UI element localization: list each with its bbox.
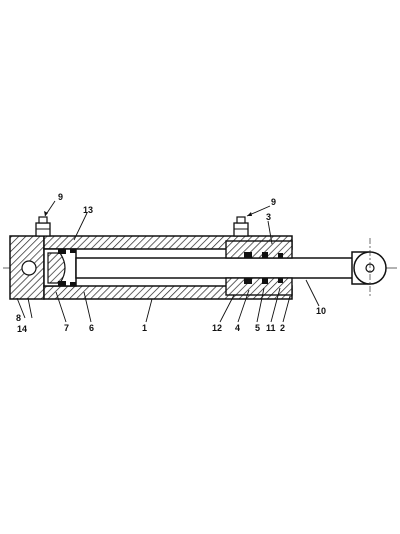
leader-lines [16,200,320,323]
piston [43,248,77,287]
leader-arrowheads [44,211,252,216]
front-port-fitting [233,216,249,237]
callout-12: 12 [212,323,222,333]
rear-end-cap [9,235,45,300]
callout-9-rear: 9 [58,192,63,202]
callout-6: 6 [89,323,94,333]
callout-13: 13 [83,205,93,215]
callout-10: 10 [316,306,326,316]
rear-port-fitting [35,216,51,237]
callout-5: 5 [255,323,260,333]
callout-labels: 9 9 13 3 8 14 7 6 1 12 4 5 11 2 10 [16,192,326,334]
callout-1: 1 [142,323,147,333]
callout-8: 8 [16,313,21,323]
piston-rod [75,257,369,279]
callout-7: 7 [64,323,69,333]
callout-3: 3 [266,212,271,222]
callout-4: 4 [235,323,240,333]
callout-9-front: 9 [271,197,276,207]
callout-14: 14 [17,324,27,334]
callout-2: 2 [280,323,285,333]
rod-eye [351,238,387,298]
callout-11: 11 [266,323,276,333]
gland-head [225,240,293,296]
